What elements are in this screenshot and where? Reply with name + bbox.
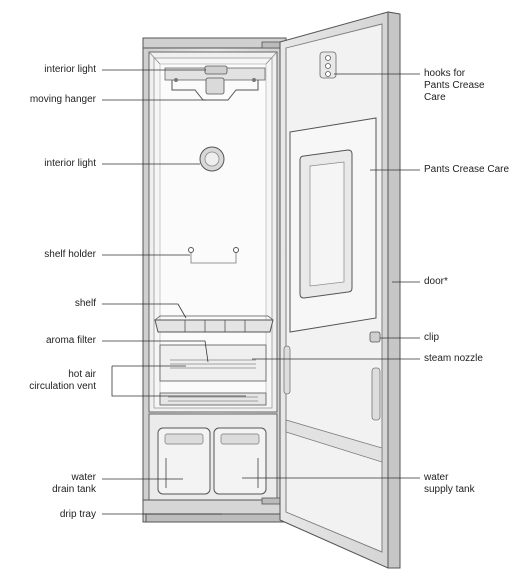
leader-hot-air-vent (111, 366, 246, 397)
label-steam-nozzle: steam nozzle (424, 353, 483, 364)
leader-shelf (102, 303, 187, 319)
label-moving-hanger: moving hanger (29, 94, 96, 105)
label-interior-light-top: interior light (44, 64, 96, 75)
label-interior-light-mid: interior light (44, 158, 96, 169)
hooks-for-pants-crease-care (319, 51, 337, 79)
clip (369, 331, 381, 343)
hot-air-circulation-vent (159, 392, 267, 406)
label-clip: clip (424, 332, 440, 343)
label-shelf-holder: shelf holder (44, 249, 96, 260)
leader-aroma-filter (102, 340, 209, 363)
label-pants-crease-care: Pants Crease Care (424, 164, 510, 175)
label-shelf: shelf (74, 298, 96, 309)
label-water-supply-tank: water supply tank (424, 472, 475, 495)
label-drip-tray: drip tray (59, 509, 96, 520)
label-hot-air-circulation-vent: hot air circulation vent (29, 369, 96, 392)
label-aroma-filter: aroma filter (45, 335, 96, 346)
label-hooks-for-pants-crease-care: hooks for Pants Crease Care (424, 68, 485, 103)
water-drain-tank (157, 427, 211, 495)
moving-hanger (171, 77, 259, 101)
label-door: door* (424, 276, 448, 287)
aroma-filter (159, 344, 267, 382)
shelf (154, 315, 274, 333)
interior-light-top (164, 65, 266, 81)
interior-light-round (199, 146, 225, 172)
water-supply-tank (213, 427, 267, 495)
pants-crease-care-panel (289, 117, 377, 333)
leader-lines (102, 69, 420, 515)
label-water-drain-tank: water drain tank (52, 472, 96, 495)
shelf-holder (188, 247, 239, 264)
